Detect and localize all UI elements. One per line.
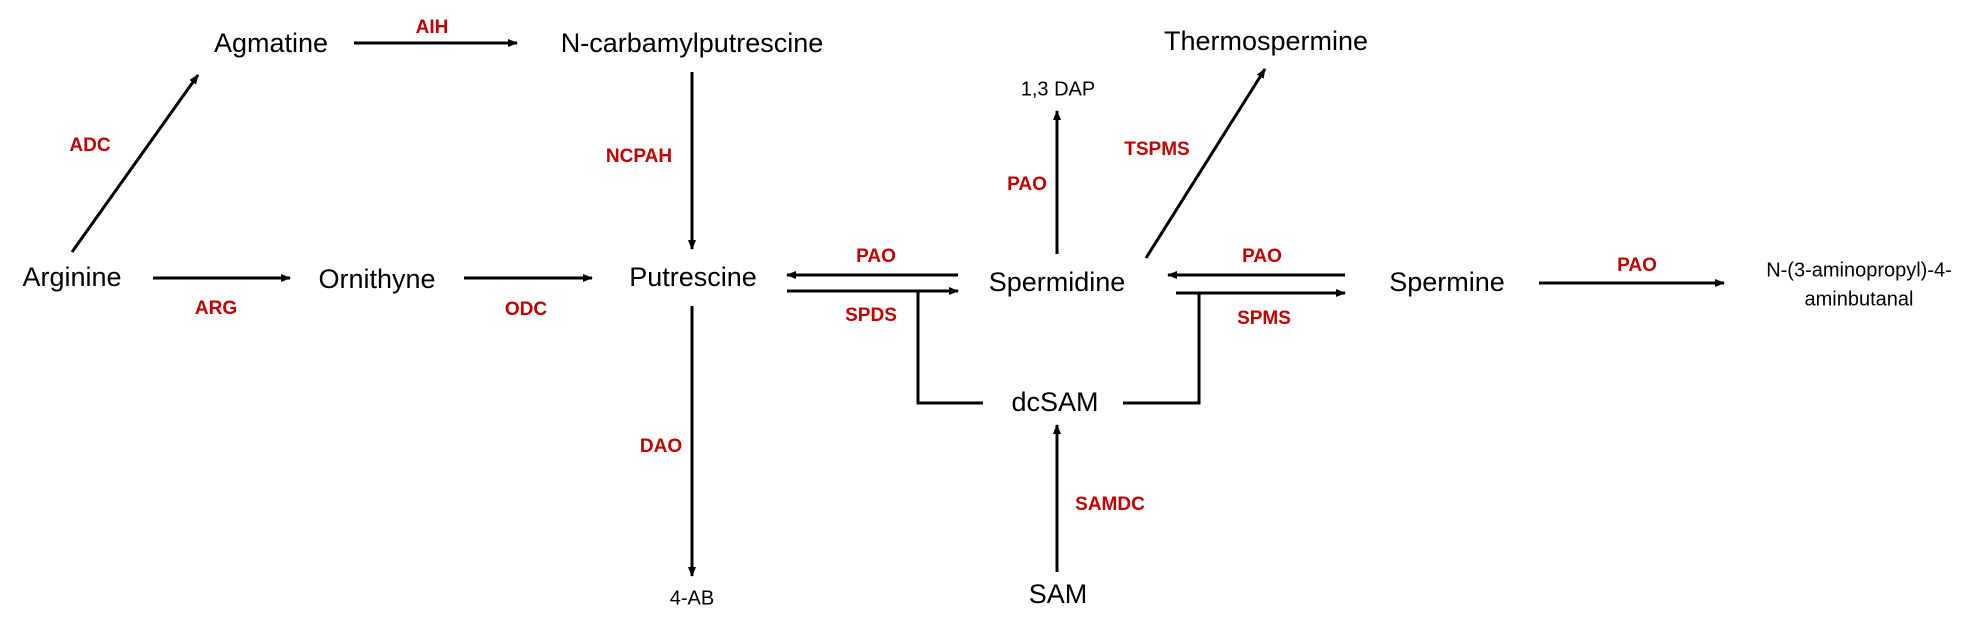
enzyme-pao-spermidine-spermine: PAO bbox=[1242, 246, 1282, 267]
enzyme-odc: ODC bbox=[505, 299, 548, 320]
enzyme-pao-spermidine-dap: PAO bbox=[1007, 174, 1047, 195]
arrow-arginine-to-agmatine bbox=[70, 74, 200, 253]
node-putrescine: Putrescine bbox=[629, 262, 757, 292]
node-thermospermine: Thermospermine bbox=[1164, 26, 1368, 56]
node-n-carbamylputrescine: N-carbamylputrescine bbox=[561, 28, 824, 58]
enzyme-tspms: TSPMS bbox=[1124, 139, 1189, 160]
enzyme-arg: ARG bbox=[195, 298, 237, 319]
node-agmatine: Agmatine bbox=[214, 28, 328, 58]
node-spermidine: Spermidine bbox=[989, 267, 1126, 297]
enzyme-pao-spermine-out: PAO bbox=[1617, 255, 1657, 276]
connector-dcsam-to-spds bbox=[916, 291, 983, 405]
enzyme-aih: AIH bbox=[416, 17, 449, 38]
node-aminopropyl-aminbutanal-line2: aminbutanal bbox=[1805, 288, 1914, 310]
connector-dcsam-to-spms bbox=[1123, 293, 1201, 405]
enzyme-spds: SPDS bbox=[845, 305, 897, 326]
enzyme-pao-putrescine-spermidine: PAO bbox=[856, 246, 896, 267]
node-sam: SAM bbox=[1029, 579, 1088, 609]
node-dcsam: dcSAM bbox=[1011, 387, 1098, 417]
arrow-spermidine-to-thermospermine bbox=[1144, 68, 1267, 259]
edges bbox=[70, 39, 1725, 577]
enzymes: AIH ADC NCPAH ARG ODC PAO SPDS PAO TSPMS… bbox=[69, 17, 1656, 515]
enzyme-spms: SPMS bbox=[1237, 308, 1291, 329]
enzyme-adc: ADC bbox=[69, 135, 110, 156]
node-aminopropyl-aminbutanal-line1: N-(3-aminopropyl)-4- bbox=[1766, 259, 1952, 281]
node-1-3-dap: 1,3 DAP bbox=[1021, 78, 1095, 100]
node-4-ab: 4-AB bbox=[670, 587, 714, 609]
enzyme-dao: DAO bbox=[640, 436, 682, 457]
node-spermine: Spermine bbox=[1389, 267, 1505, 297]
node-ornithyne: Ornithyne bbox=[318, 264, 435, 294]
enzyme-samdc: SAMDC bbox=[1075, 494, 1145, 515]
metabolites: Agmatine N-carbamylputrescine Thermosper… bbox=[22, 26, 1951, 609]
node-arginine: Arginine bbox=[22, 262, 121, 292]
enzyme-ncpah: NCPAH bbox=[606, 146, 672, 167]
